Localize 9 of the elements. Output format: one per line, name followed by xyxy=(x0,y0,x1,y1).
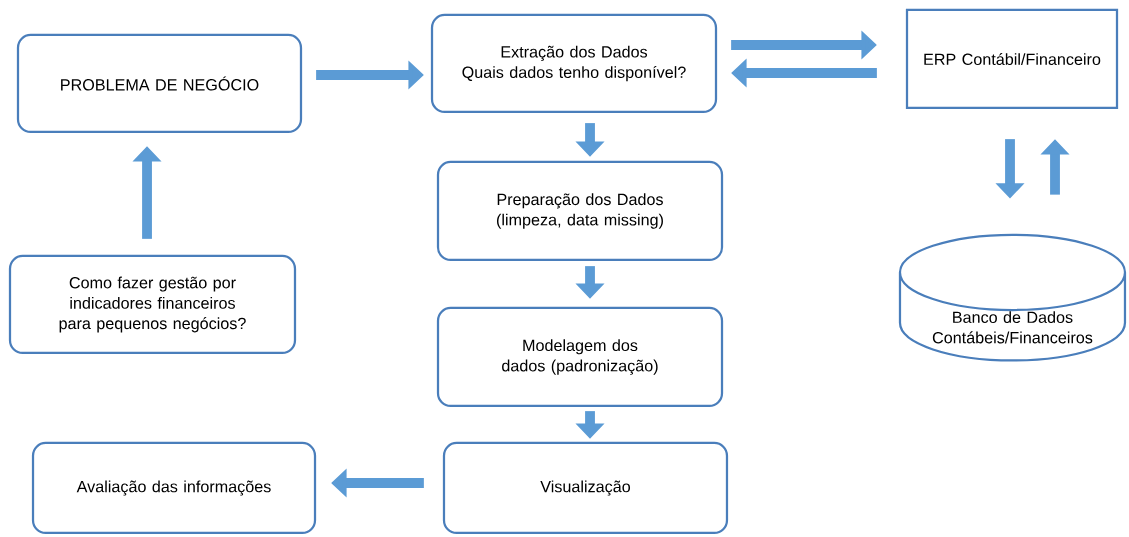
process-box: Avaliação das informações xyxy=(31,441,317,535)
database-cylinder: Banco de Dados Contábeis/Financeiros xyxy=(898,233,1127,362)
process-box: PROBLEMA DE NEGÓCIO xyxy=(16,33,303,134)
process-box: Preparação dos Dados (limpeza, data missing) xyxy=(436,160,724,262)
process-box: Modelagem dos dados (padronização) xyxy=(436,306,724,408)
process-box: Como fazer gestão por indicadores financeiros para pequenos negócios? xyxy=(8,254,297,355)
process-box: Visualização xyxy=(442,441,729,535)
system-box: ERP Contábil/Financeiro xyxy=(905,8,1119,110)
process-box: Extração dos Dados Quais dados tenho disponível? xyxy=(430,13,718,114)
